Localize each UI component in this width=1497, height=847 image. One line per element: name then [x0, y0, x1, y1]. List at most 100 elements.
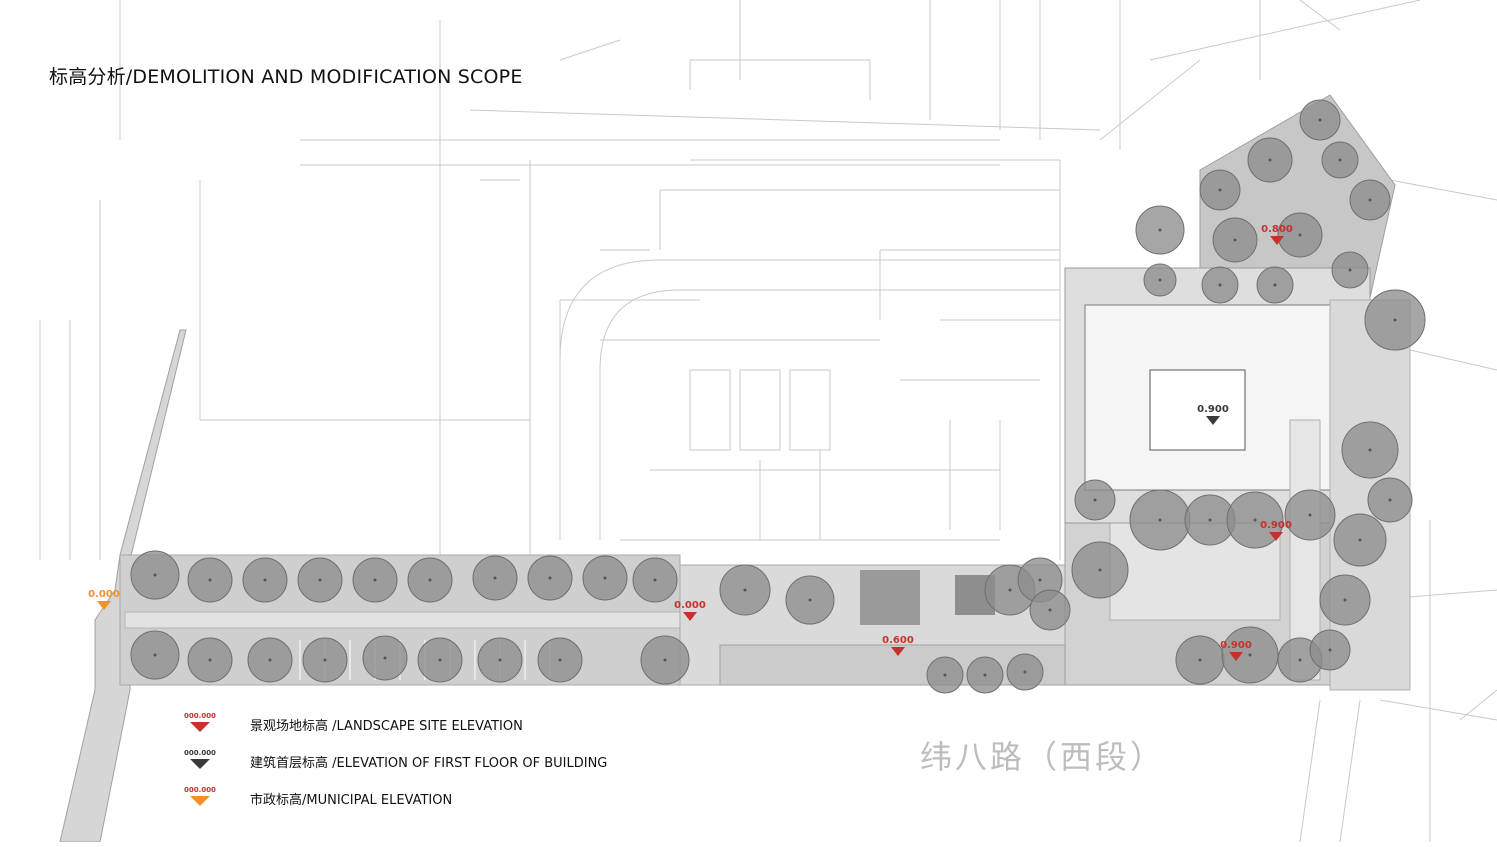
elevation-value: 0.900 — [1220, 640, 1252, 651]
ramp-outline — [739, 369, 781, 451]
existing-building-line — [1099, 59, 1201, 141]
tree-canopy — [1135, 205, 1185, 255]
legend-marker: 000.000 — [180, 786, 224, 810]
existing-building-line — [1339, 699, 1361, 843]
elevation-value: 0.800 — [1261, 224, 1293, 235]
elevation-value: 0.600 — [882, 635, 914, 646]
tree-canopy — [1309, 629, 1351, 671]
ramp-outline — [789, 369, 831, 451]
tree-canopy — [297, 557, 343, 603]
tree-canopy — [926, 656, 964, 694]
existing-building-line — [1459, 689, 1497, 721]
landscape-triangle-icon — [190, 722, 210, 732]
tree-canopy — [247, 637, 293, 683]
legend: 000.000 景观场地标高 /LANDSCAPE SITE ELEVATION… — [180, 710, 700, 821]
tree-canopy — [1029, 589, 1071, 631]
tree-canopy — [1333, 513, 1387, 567]
tree-canopy — [1129, 489, 1191, 551]
tree-canopy — [1201, 266, 1239, 304]
tree-canopy — [632, 557, 678, 603]
existing-building-line — [1149, 0, 1421, 61]
tree-canopy — [472, 555, 518, 601]
legend-item-municipal: 000.000 市政标高/MUNICIPAL ELEVATION — [180, 784, 700, 821]
tree-canopy — [242, 557, 288, 603]
legend-label: 建筑首层标高 /ELEVATION OF FIRST FLOOR OF BUIL… — [250, 756, 608, 771]
existing-building-line — [1379, 699, 1497, 721]
tree-canopy — [130, 550, 180, 600]
tree-canopy — [640, 635, 690, 685]
tree-canopy — [1299, 99, 1341, 141]
ramp-outline — [689, 369, 731, 451]
building-triangle-icon — [1206, 416, 1220, 425]
elevation-value: 0.900 — [1260, 520, 1292, 531]
legend-label: 景观场地标高 /LANDSCAPE SITE ELEVATION — [250, 719, 523, 734]
tree-canopy — [1175, 635, 1225, 685]
tree-canopy — [1331, 251, 1369, 289]
legend-item-landscape: 000.000 景观场地标高 /LANDSCAPE SITE ELEVATION — [180, 710, 700, 747]
tree-canopy — [1212, 217, 1258, 263]
tree-canopy — [362, 635, 408, 681]
legend-marker: 000.000 — [180, 749, 224, 773]
elevation-value: 0.000 — [674, 600, 706, 611]
tree-canopy — [477, 637, 523, 683]
tree-canopy — [1074, 479, 1116, 521]
landscape-triangle-icon — [891, 647, 905, 656]
road-name-label: 纬八路（西段） — [920, 738, 1166, 776]
elevation-marker-building: 0.900 — [1183, 404, 1243, 425]
legend-label: 市政标高/MUNICIPAL ELEVATION — [250, 793, 453, 808]
tree-canopy — [302, 637, 348, 683]
tree-canopy — [527, 555, 573, 601]
elevation-value: 0.000 — [88, 589, 120, 600]
existing-buildings-linework — [39, 0, 1497, 843]
tree-canopies — [130, 99, 1426, 694]
landscape-triangle-icon — [1270, 236, 1284, 245]
elevation-marker-landscape: 0.900 — [1246, 520, 1306, 541]
tree-canopy — [1199, 169, 1241, 211]
tree-canopy — [582, 555, 628, 601]
tree-canopy — [1226, 491, 1284, 549]
tree-canopy — [417, 637, 463, 683]
tree-canopy — [1284, 489, 1336, 541]
tree-canopy — [785, 575, 835, 625]
tree-canopy — [966, 656, 1004, 694]
municipal-triangle-icon — [97, 601, 111, 610]
tree-canopy — [719, 564, 771, 616]
tree-canopy — [1319, 574, 1371, 626]
municipal-triangle-icon — [190, 796, 210, 806]
tree-canopy — [1277, 212, 1323, 258]
page-title: 标高分析/DEMOLITION AND MODIFICATION SCOPE — [49, 66, 523, 88]
tree-canopy — [1256, 266, 1294, 304]
legend-item-building: 000.000 建筑首层标高 /ELEVATION OF FIRST FLOOR… — [180, 747, 700, 784]
tree-canopy — [1321, 141, 1359, 179]
tree-canopy — [1364, 289, 1426, 351]
existing-building-line — [559, 39, 621, 61]
legend-marker-value: 000.000 — [184, 786, 216, 794]
feature-planter — [860, 570, 920, 625]
tree-canopy — [187, 557, 233, 603]
tree-canopy — [1143, 263, 1177, 297]
existing-building-line — [1389, 179, 1497, 201]
existing-road-curve — [559, 259, 1060, 540]
existing-road-curve — [599, 289, 1060, 540]
legend-marker: 000.000 — [180, 712, 224, 736]
existing-building-line — [469, 109, 1101, 131]
landscape-triangle-icon — [1229, 652, 1243, 661]
tree-canopy — [130, 630, 180, 680]
tree-canopy — [1221, 626, 1279, 684]
legend-marker-value: 000.000 — [184, 749, 216, 757]
tree-canopy — [1006, 653, 1044, 691]
elevation-marker-landscape: 0.000 — [660, 600, 720, 621]
building-triangle-icon — [190, 759, 210, 769]
tree-canopy — [1247, 137, 1293, 183]
elevation-marker-landscape: 0.900 — [1206, 640, 1266, 661]
legend-marker-value: 000.000 — [184, 712, 216, 720]
existing-building-line — [1299, 0, 1341, 31]
tree-canopy — [352, 557, 398, 603]
elevation-marker-landscape: 0.800 — [1247, 224, 1307, 245]
tree-canopy — [407, 557, 453, 603]
landscape-triangle-icon — [683, 612, 697, 621]
elevation-value: 0.900 — [1197, 404, 1229, 415]
tree-canopy — [1341, 421, 1399, 479]
tree-canopy — [1367, 477, 1413, 523]
